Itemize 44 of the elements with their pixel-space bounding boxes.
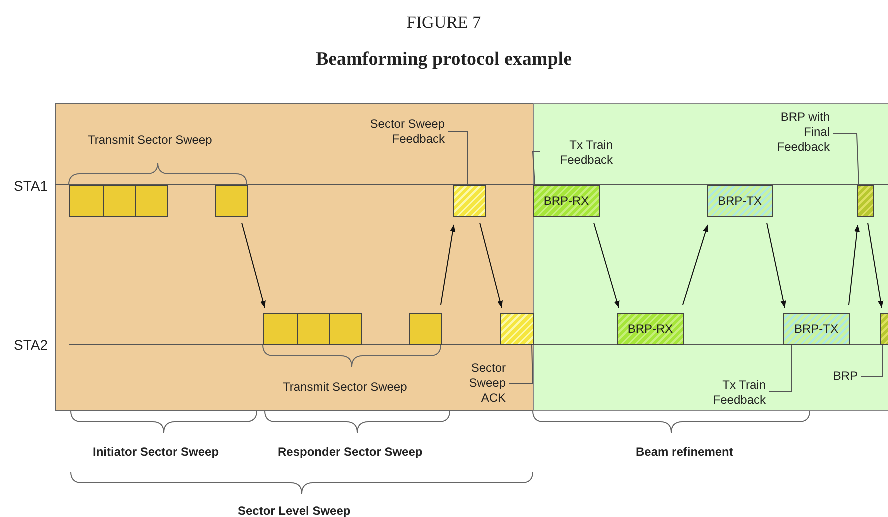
frame-box	[857, 185, 874, 217]
frame-box	[263, 313, 298, 345]
callout-text: BRP	[820, 369, 858, 385]
leader-line	[768, 344, 792, 392]
frame-box: BRP-RX	[533, 185, 600, 217]
phase-label: Responder Sector Sweep	[278, 445, 423, 459]
frame-box: BRP-RX	[617, 313, 684, 345]
frame-box	[69, 185, 104, 217]
frame-box	[500, 313, 534, 345]
callout-text: Sector Sweep ACK	[445, 361, 506, 409]
leader-line	[508, 344, 534, 384]
figure-number: FIGURE 7	[406, 13, 482, 33]
frame-box: BRP-TX	[707, 185, 773, 217]
frame-box	[297, 313, 330, 345]
leader-line	[860, 344, 884, 378]
callout-text: BRP with Final Feedback	[760, 110, 830, 158]
arrow	[594, 222, 620, 308]
frame-box	[453, 185, 486, 217]
brace-label: Transmit Sector Sweep	[88, 133, 212, 147]
callout-text: Sector Sweep Feedback	[355, 117, 445, 149]
leader-line	[532, 152, 540, 186]
arrow	[242, 222, 266, 308]
lane-label: STA1	[14, 178, 48, 194]
frame-box	[409, 313, 442, 345]
arrow	[766, 222, 786, 308]
frame-box: BRP-TX	[783, 313, 850, 345]
diagram-title: Beamforming protocol example	[314, 49, 574, 72]
arrow	[682, 224, 709, 306]
arrow	[480, 222, 503, 308]
callout-text: Tx Train Feedback	[690, 378, 766, 410]
arrow	[848, 224, 860, 306]
leader-line	[832, 134, 860, 186]
phase-label: Initiator Sector Sweep	[93, 445, 220, 459]
frame-box	[329, 313, 362, 345]
frame-box	[103, 185, 136, 217]
frame-box	[215, 185, 248, 217]
leader-line	[448, 132, 468, 186]
lane-label: STA2	[14, 337, 48, 353]
phase-label: Beam refinement	[636, 445, 734, 459]
arrow	[868, 222, 884, 308]
frame-box	[135, 185, 168, 217]
arrow	[440, 224, 456, 306]
brace-label: Transmit Sector Sweep	[283, 380, 408, 394]
callout-text: Tx Train Feedback	[543, 138, 613, 170]
